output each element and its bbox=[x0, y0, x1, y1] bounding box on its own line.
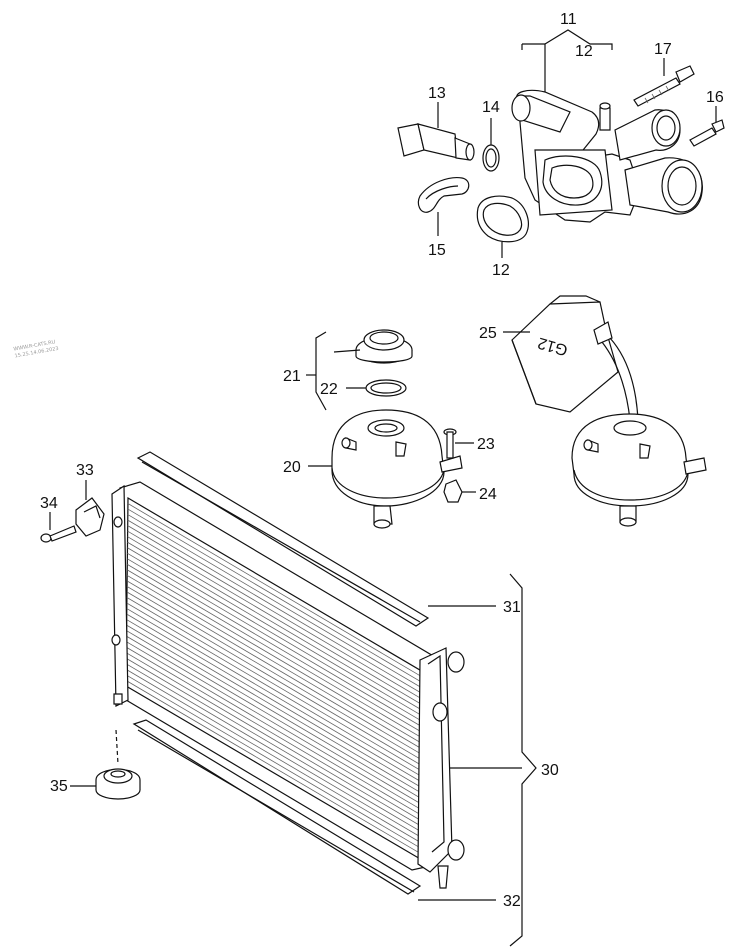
radiator-fin-line bbox=[126, 641, 425, 818]
radiator-fin-line bbox=[127, 536, 429, 715]
coolant-flange-group bbox=[397, 29, 725, 258]
clip-24 bbox=[443, 479, 463, 503]
callout-33: 33 bbox=[76, 462, 94, 479]
radiator-fin-line bbox=[127, 541, 429, 720]
radiator-fin-line bbox=[126, 652, 424, 828]
radiator-fin-line bbox=[126, 658, 424, 834]
radiator-group bbox=[40, 451, 537, 947]
radiator-fin-line bbox=[126, 608, 426, 785]
expansion-tank-20 bbox=[331, 409, 463, 529]
expansion-tank-filling bbox=[571, 413, 707, 527]
radiator-fin-line bbox=[126, 580, 427, 758]
callout-32: 32 bbox=[503, 893, 521, 910]
radiator-fin-line bbox=[126, 591, 427, 769]
watermark: WWW.R-CATS.RU 15.25.14.06.2023 bbox=[13, 339, 59, 359]
radiator-fin-line bbox=[127, 530, 429, 709]
callout-31: 31 bbox=[503, 599, 521, 616]
radiator-fin-line bbox=[126, 635, 425, 812]
callout-14: 14 bbox=[482, 99, 500, 116]
bracket-33 bbox=[75, 497, 105, 537]
reservoir-cap-21 bbox=[355, 329, 413, 364]
bolt-17 bbox=[633, 65, 695, 107]
callout-12-bottom: 12 bbox=[492, 262, 510, 279]
radiator-fin-line bbox=[127, 503, 430, 682]
radiator-fin-line bbox=[127, 547, 429, 726]
callout-11: 11 bbox=[560, 11, 577, 28]
seal-15 bbox=[417, 177, 470, 213]
radiator-fin-line bbox=[126, 663, 424, 839]
radiator-fin-line bbox=[127, 508, 430, 688]
callout-35: 35 bbox=[50, 778, 68, 795]
screw-34 bbox=[40, 525, 77, 543]
screw-23 bbox=[443, 428, 457, 459]
radiator-fin-line bbox=[126, 602, 426, 780]
gasket-12 bbox=[476, 195, 529, 243]
radiator-fin-line bbox=[127, 552, 428, 731]
callout-21: 21 bbox=[283, 368, 301, 385]
radiator-fin-line bbox=[127, 525, 430, 704]
temperature-sender-13 bbox=[397, 123, 475, 161]
radiator-fin-line bbox=[127, 514, 430, 693]
radiator-fin-line bbox=[127, 519, 430, 698]
radiator-fin-line bbox=[127, 558, 428, 736]
coolant-flange bbox=[511, 89, 703, 223]
radiator-30 bbox=[111, 481, 465, 889]
callout-labels: 11 12 17 13 14 16 15 12 25 21 22 23 20 2… bbox=[40, 11, 724, 910]
callout-24: 24 bbox=[479, 486, 497, 503]
expansion-tank-group: G12 bbox=[306, 295, 707, 529]
bolt-16 bbox=[689, 119, 725, 147]
coolant-bottle-25: G12 bbox=[511, 295, 639, 421]
callout-22: 22 bbox=[320, 381, 338, 398]
radiator-fin-line bbox=[126, 630, 425, 807]
radiator-fin-line bbox=[127, 569, 428, 747]
seal-strip-32 bbox=[132, 719, 422, 895]
seal-strip-31 bbox=[136, 451, 430, 627]
radiator-fin-line bbox=[125, 674, 423, 850]
radiator-fin-line bbox=[126, 624, 425, 801]
radiator-fin-line bbox=[126, 597, 426, 774]
callout-13: 13 bbox=[428, 85, 446, 102]
radiator-fin-line bbox=[125, 669, 423, 845]
callout-34: 34 bbox=[40, 495, 58, 512]
radiator-fin-line bbox=[126, 619, 426, 796]
callout-16: 16 bbox=[706, 89, 724, 106]
callout-17: 17 bbox=[654, 41, 672, 58]
radiator-fin-line bbox=[126, 575, 427, 753]
radiator-fin-line bbox=[126, 586, 427, 763]
callout-20: 20 bbox=[283, 459, 301, 476]
callout-23: 23 bbox=[477, 436, 495, 453]
radiator-fin-line bbox=[126, 646, 424, 823]
radiator-fins bbox=[125, 503, 430, 855]
radiator-fin-line bbox=[125, 680, 423, 855]
rubber-mount-35 bbox=[95, 768, 141, 800]
radiator-fin-line bbox=[126, 613, 426, 790]
radiator-fin-line bbox=[127, 564, 428, 742]
callout-25: 25 bbox=[479, 325, 497, 342]
callout-15: 15 bbox=[428, 242, 446, 259]
callout-12-top: 12 bbox=[575, 43, 593, 60]
callout-30: 30 bbox=[541, 762, 559, 779]
